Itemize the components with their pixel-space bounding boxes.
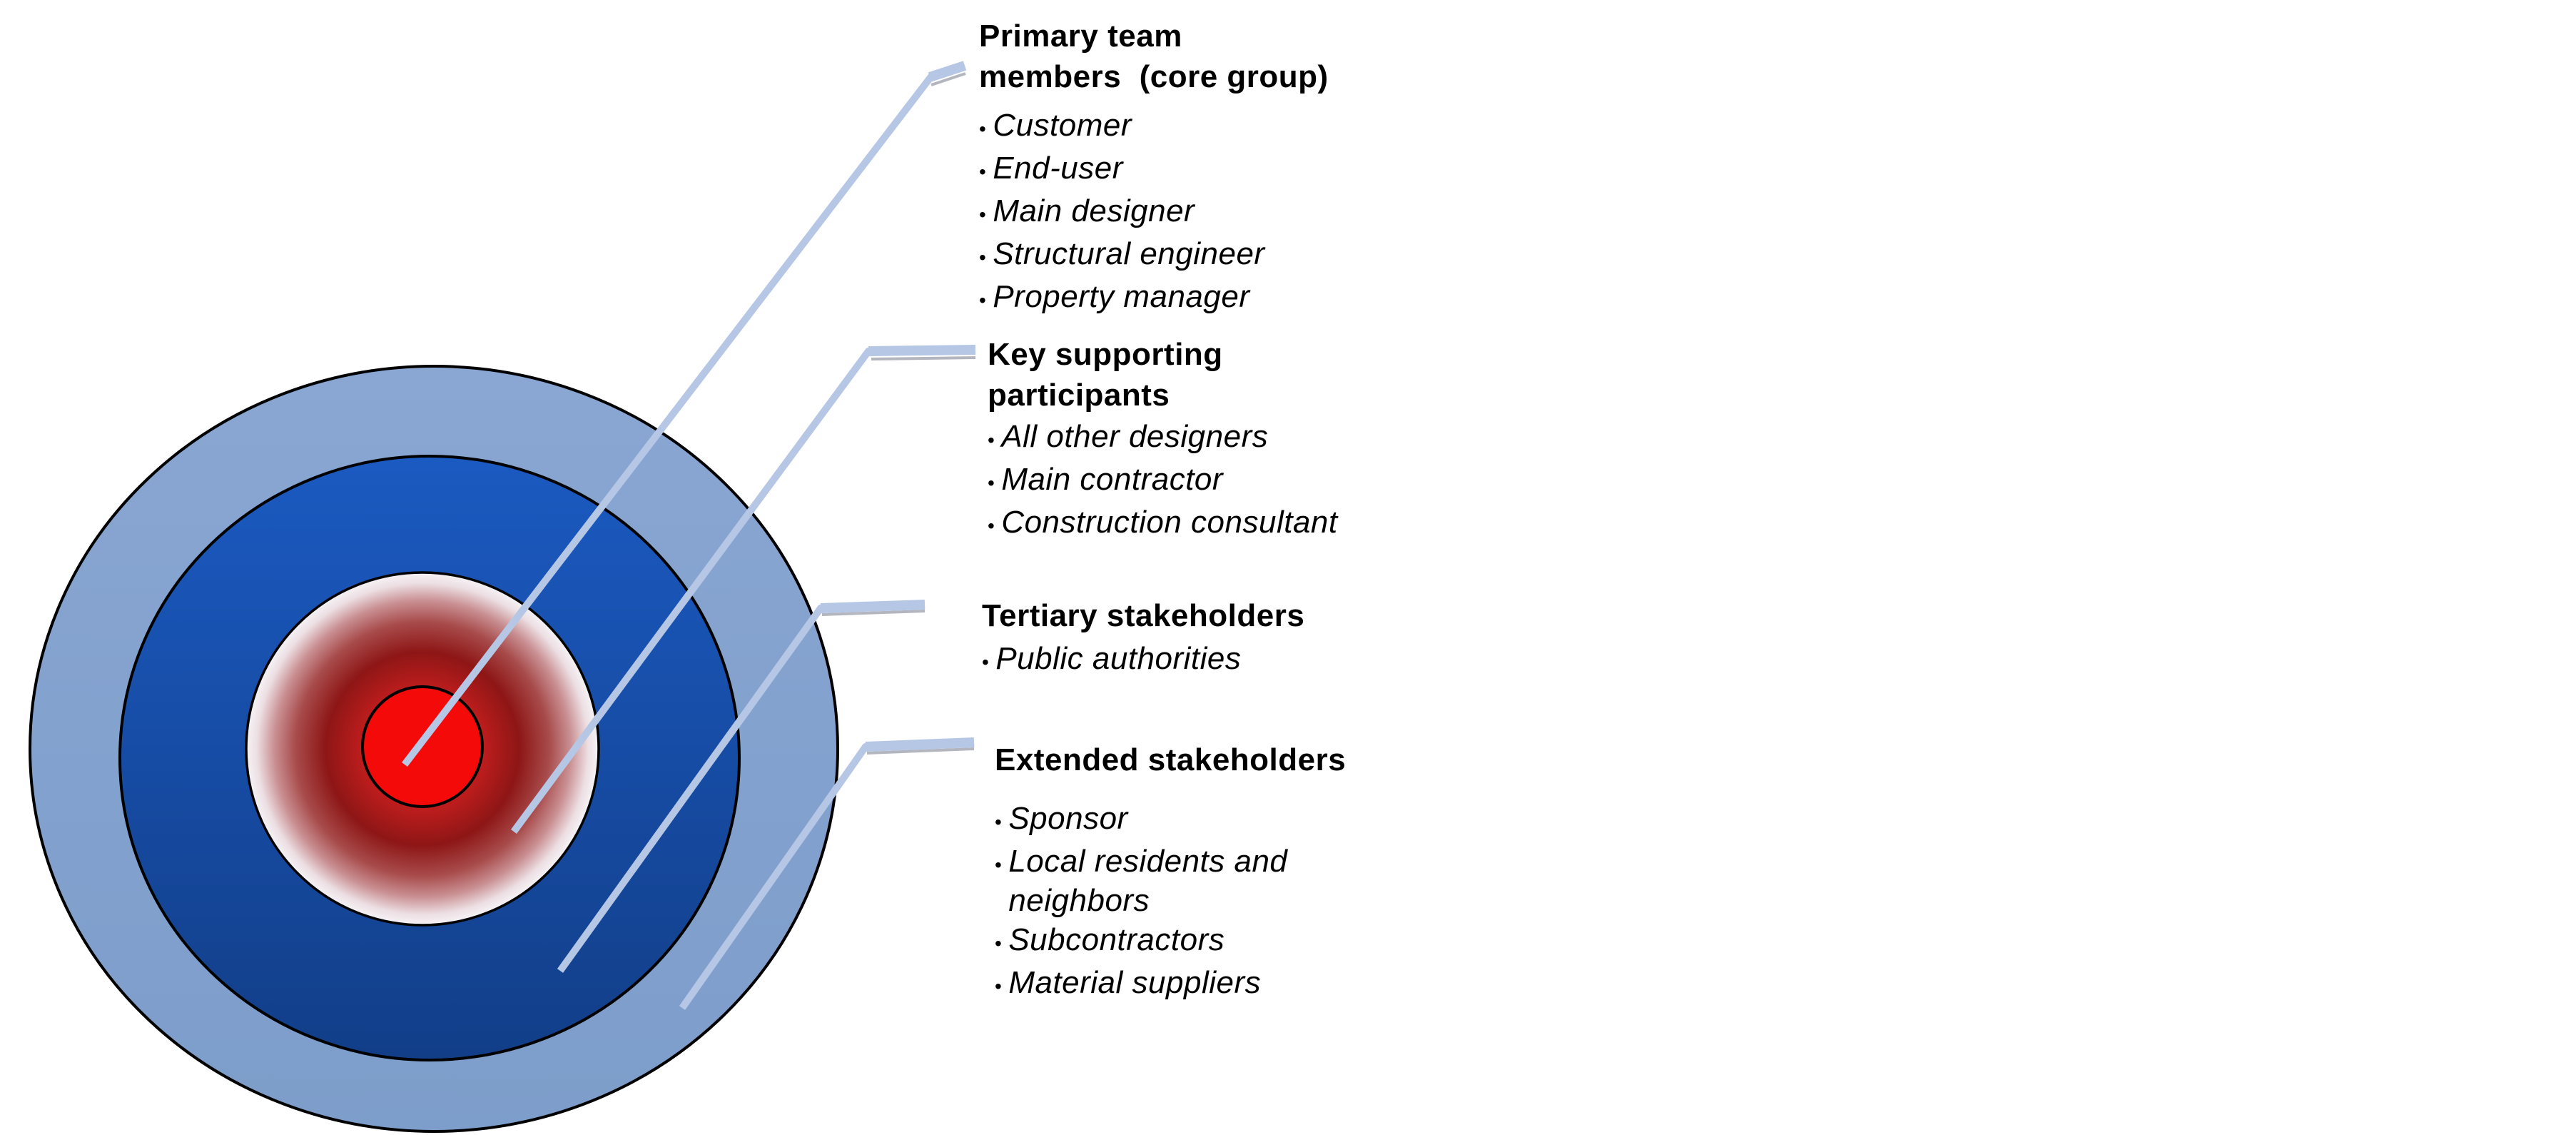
bullet-text: Property manager: [993, 279, 1250, 314]
extended-heading: Extended stakeholders: [995, 742, 1347, 777]
primary-bullet-list: • Customer • End-user • Main designer • …: [979, 106, 1436, 320]
list-item: • Customer: [979, 106, 1436, 148]
leader-tab-primary: [928, 61, 967, 82]
label-block-tertiary: Tertiary stakeholders • Public authoriti…: [982, 595, 1439, 682]
list-item: • All other designers: [988, 417, 1444, 460]
list-item: • Local residents and neighbors: [995, 842, 1451, 920]
primary-heading-line1: Primary team: [979, 19, 1182, 54]
extended-bullet-list: • Sponsor • Local residents and neighbor…: [995, 799, 1451, 1006]
bullet-text: Main designer: [993, 193, 1195, 228]
list-item: • Main designer: [979, 191, 1436, 234]
bullet-dot-icon: •: [979, 246, 987, 268]
bullet-text: Structural engineer: [993, 236, 1265, 271]
label-block-key-supporting: Key supporting participants • All other …: [988, 334, 1444, 545]
leader-tab-key-supporting: [868, 345, 976, 356]
list-item: • Construction consultant: [988, 503, 1444, 545]
key-supporting-heading-line2: participants: [988, 378, 1170, 413]
bullet-dot-icon: •: [995, 854, 1003, 876]
bullet-dot-icon: •: [988, 515, 995, 537]
rings-and-leader-lines-graphic: [29, 61, 976, 1133]
bullet-dot-icon: •: [979, 118, 987, 140]
list-item: • Structural engineer: [979, 234, 1436, 277]
leader-shadow-tertiary: [821, 610, 926, 616]
list-item: • End-user: [979, 148, 1436, 191]
tertiary-heading: Tertiary stakeholders: [982, 598, 1305, 633]
bullet-dot-icon: •: [979, 289, 987, 311]
leader-shadow-extended: [866, 747, 975, 755]
list-item: • Main contractor: [988, 460, 1444, 503]
bullet-text: Main contractor: [1001, 462, 1224, 497]
bullet-text: Customer: [993, 108, 1132, 143]
key-supporting-heading-line1: Key supporting: [988, 337, 1223, 372]
leader-shadow-primary: [930, 72, 966, 86]
bullet-dot-icon: •: [988, 429, 995, 451]
key-supporting-bullet-list: • All other designers • Main contractor …: [988, 417, 1444, 545]
list-item: • Material suppliers: [995, 963, 1451, 1006]
list-item: • Property manager: [979, 277, 1436, 320]
bullet-text: All other designers: [1001, 419, 1269, 454]
leader-shadow-key-supporting: [871, 356, 976, 360]
bullet-dot-icon: •: [979, 203, 987, 226]
label-block-primary-team: Primary team members (core group) • Cust…: [979, 16, 1436, 320]
bullet-dot-icon: •: [995, 811, 1003, 833]
bullet-text: Subcontractors: [1008, 922, 1225, 957]
bullet-text: Material suppliers: [1008, 965, 1262, 1000]
list-item: • Sponsor: [995, 799, 1451, 842]
label-block-extended: Extended stakeholders • Sponsor • Local …: [995, 740, 1451, 1006]
bullet-text: Local residents and neighbors: [1008, 844, 1288, 918]
primary-heading-line2: members (core group): [979, 59, 1329, 94]
bullet-dot-icon: •: [995, 932, 1003, 954]
leader-tab-tertiary: [820, 600, 926, 613]
list-item: • Public authorities: [982, 639, 1439, 682]
bullet-dot-icon: •: [988, 472, 995, 494]
bullet-dot-icon: •: [995, 975, 1003, 997]
bullet-dot-icon: •: [979, 161, 987, 183]
list-item: • Subcontractors: [995, 920, 1451, 963]
bullet-text: End-user: [993, 151, 1123, 186]
bullet-text: Construction consultant: [1001, 505, 1338, 540]
tertiary-bullet-list: • Public authorities: [982, 639, 1439, 682]
bullet-text: Public authorities: [995, 641, 1242, 676]
leader-tab-extended: [865, 737, 975, 752]
bullet-dot-icon: •: [982, 651, 990, 673]
bullet-text: Sponsor: [1008, 801, 1128, 836]
